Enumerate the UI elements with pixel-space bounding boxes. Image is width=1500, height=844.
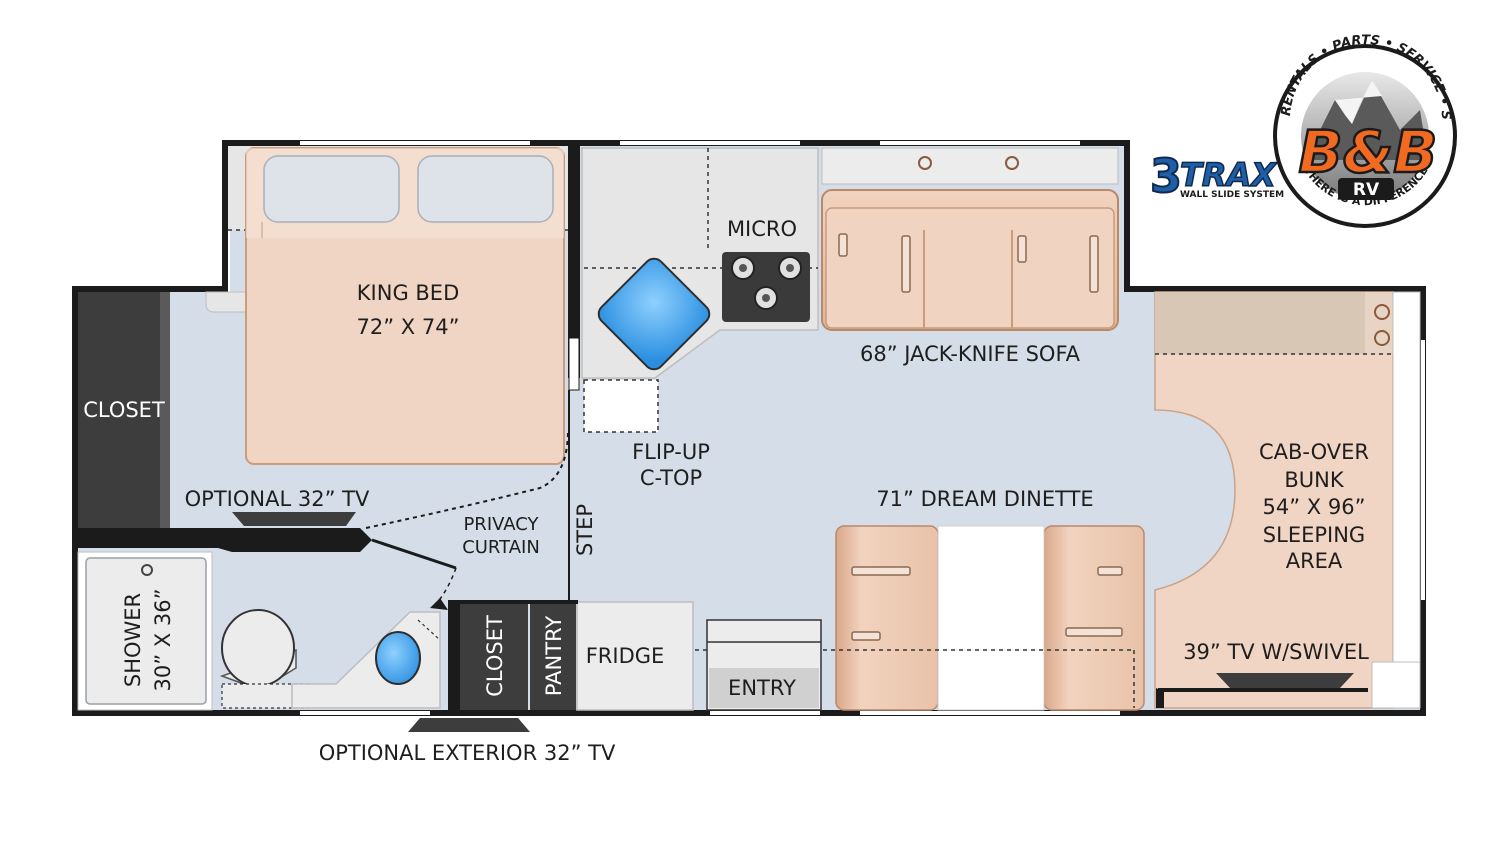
bath-door <box>371 538 457 570</box>
bath-door-arc <box>435 567 457 605</box>
dream-dinette <box>835 525 1145 711</box>
label-king-bed: KING BED <box>357 281 459 305</box>
label-tv-swivel: 39” TV W/SWIVEL <box>1183 640 1369 664</box>
3trax-subtitle: WALL SLIDE SYSTEM <box>1180 190 1284 200</box>
bb-rv-badge <box>1338 178 1394 200</box>
3trax-number: 3 <box>1150 149 1182 203</box>
bb-rv-text: RV <box>1353 180 1380 200</box>
label-flip-up: FLIP-UP <box>632 440 710 464</box>
pantry <box>530 602 576 710</box>
bb-ring-top: SALES • RENTALS • PARTS • SERVICE • STOR… <box>0 0 1453 121</box>
label-cab-over-3: 54” X 96” <box>1263 495 1366 519</box>
label-fridge: FRIDGE <box>586 644 665 668</box>
cooktop <box>722 252 810 322</box>
label-entry: ENTRY <box>728 676 796 700</box>
entry-step <box>706 619 822 711</box>
kitchen-sink <box>597 257 711 371</box>
label-jack-knife-sofa: 68” JACK-KNIFE SOFA <box>860 342 1081 366</box>
bath-divider-wall <box>78 528 372 552</box>
jack-knife-sofa <box>821 189 1119 331</box>
label-dream-dinette: 71” DREAM DINETTE <box>876 487 1093 511</box>
privacy-curtain <box>365 429 569 529</box>
optional-exterior-tv <box>408 718 530 732</box>
fridge <box>576 601 694 711</box>
bedroom-closet <box>78 292 170 528</box>
label-cab-over-4: SLEEPING <box>1263 523 1365 547</box>
label-shower: SHOWER <box>121 593 145 687</box>
tv-39-swivel <box>1156 673 1368 708</box>
label-curtain: CURTAIN <box>462 537 540 558</box>
windows <box>300 141 1425 715</box>
label-king-bed-size: 72” X 74” <box>357 315 460 339</box>
label-shower-size: 30” X 36” <box>151 589 175 692</box>
label-privacy: PRIVACY <box>463 514 539 535</box>
kitchen-wall-vent <box>568 337 580 391</box>
label-optional-tv: OPTIONAL 32” TV <box>185 487 370 511</box>
labels: KING BED 72” X 74” MICRO 68” JACK-KNIFE … <box>83 217 1369 765</box>
bath-closet <box>460 602 528 710</box>
optional-tv-bedroom <box>232 512 356 526</box>
label-micro: MICRO <box>727 217 797 241</box>
label-c-top: C-TOP <box>640 466 702 490</box>
label-cab-over-2: BUNK <box>1284 468 1344 492</box>
cab-over-bunk <box>1154 291 1421 709</box>
bath-closet-wall <box>448 600 578 604</box>
sofa-overhead-cabinet <box>821 147 1119 185</box>
3trax-logo: 3 TRAX WALL SLIDE SYSTEM <box>1149 148 1284 204</box>
label-cab-over-5: AREA <box>1286 549 1343 573</box>
label-closet-left: CLOSET <box>83 398 165 422</box>
label-closet-bath: CLOSET <box>483 615 507 697</box>
kitchen-partition-wall <box>568 146 580 378</box>
king-bed <box>245 147 565 465</box>
bath-vanity <box>291 611 441 709</box>
label-cab-over-1: CAB-OVER <box>1259 440 1369 464</box>
3trax-word: TRAX <box>1180 156 1277 194</box>
shower <box>77 551 213 711</box>
bed-side-table <box>205 291 247 313</box>
bb-main-text: B&B <box>1299 118 1438 186</box>
label-step: STEP <box>573 504 597 556</box>
label-optional-exterior-tv: OPTIONAL EXTERIOR 32” TV <box>319 741 616 765</box>
bath-door-stop <box>430 598 448 610</box>
bath-closet-side-wall <box>448 600 460 710</box>
label-pantry: PANTRY <box>542 616 566 696</box>
bedroom-closet-side <box>160 292 170 528</box>
